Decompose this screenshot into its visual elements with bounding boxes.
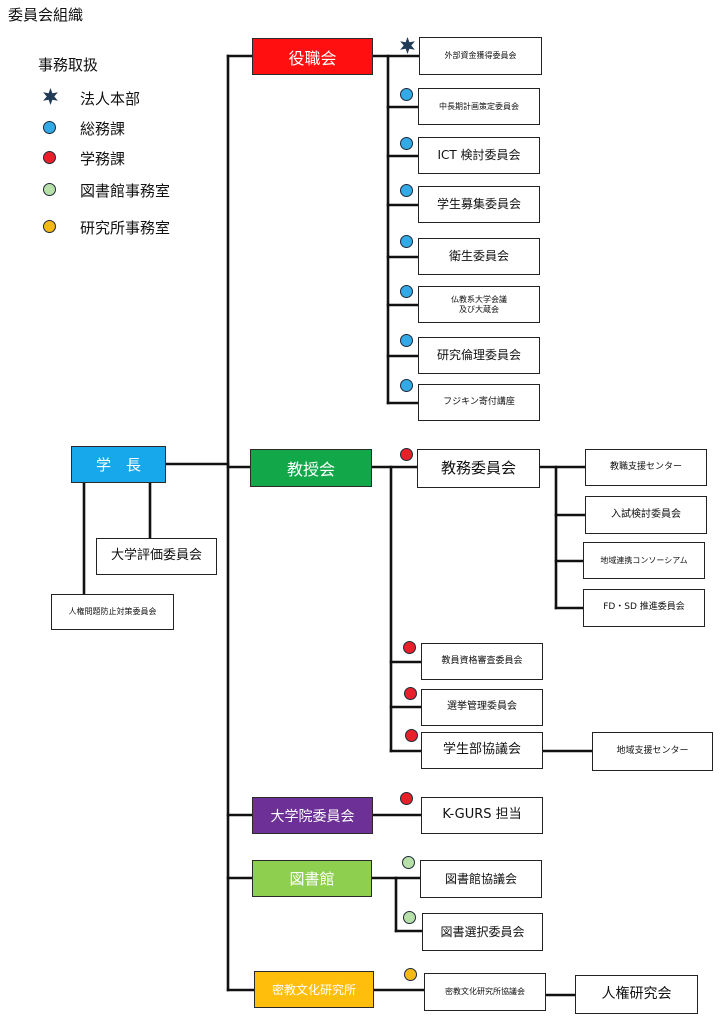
legend-heading: 事務取扱 (38, 56, 99, 74)
blue-dot-icon (400, 137, 413, 150)
legend-star-icon (43, 88, 58, 105)
node-buddhist-conference: 仏教系大学会議 及び大蔵会 (418, 286, 540, 323)
red-dot-icon (400, 448, 413, 461)
star-icon (400, 37, 415, 54)
blue-dot-icon (400, 285, 413, 298)
legend-yellow-dot-icon (43, 220, 56, 233)
node-entrance-exam: 入試検討委員会 (585, 496, 707, 534)
node-election: 選挙管理委員会 (421, 689, 543, 726)
node-yakushokukai: 役職会 (252, 38, 373, 75)
node-health: 衛生委員会 (418, 238, 540, 275)
node-research-ethics: 研究倫理委員会 (418, 337, 540, 374)
blue-dot-icon (400, 379, 413, 392)
legend-label-hq: 法人本部 (80, 90, 141, 108)
node-regional-support: 地域支援センター (592, 732, 713, 771)
node-midterm-plan: 中長期計画策定委員会 (418, 88, 540, 125)
blue-dot-icon (400, 88, 413, 101)
node-student-recruit: 学生募集委員会 (418, 186, 540, 223)
node-kgurs: K-GURS 担当 (421, 797, 543, 834)
node-human-rights-prevention: 人権問題防止対策委員会 (51, 594, 174, 630)
node-president: 学 長 (71, 446, 166, 483)
page-title: 委員会組織 (8, 6, 84, 24)
legend-red-dot-icon (43, 151, 56, 164)
node-human-rights-research: 人権研究会 (575, 975, 698, 1014)
red-dot-icon (403, 641, 416, 654)
node-kyomu: 教務委員会 (417, 449, 540, 488)
red-dot-icon (404, 687, 417, 700)
green-dot-icon (402, 856, 415, 869)
node-kyojukai: 教授会 (250, 449, 372, 487)
node-faculty-qualification: 教員資格審査委員会 (421, 643, 543, 680)
green-dot-icon (403, 911, 416, 924)
blue-dot-icon (400, 184, 413, 197)
node-teacher-support: 教職支援センター (585, 449, 707, 486)
node-daigakuin: 大学院委員会 (252, 797, 373, 834)
legend-label-institute: 研究所事務室 (80, 219, 171, 237)
red-dot-icon (405, 729, 418, 742)
node-mikkyo-institute: 密教文化研究所 (254, 971, 374, 1008)
node-ict: ICT 検討委員会 (418, 137, 540, 174)
legend-label-library: 図書館事務室 (80, 182, 171, 200)
node-library-council: 図書館協議会 (420, 860, 542, 898)
legend-label-gakumu: 学務課 (80, 150, 126, 168)
buddhist-conference-line2: 及び大蔵会 (459, 304, 499, 314)
node-external-funding: 外部資金獲得委員会 (419, 37, 542, 75)
yellow-dot-icon (404, 968, 417, 981)
node-toshokan: 図書館 (252, 860, 372, 897)
red-dot-icon (400, 792, 413, 805)
legend-blue-dot-icon (43, 121, 56, 134)
legend-label-somu: 総務課 (80, 120, 126, 138)
blue-dot-icon (400, 334, 413, 347)
buddhist-conference-line1: 仏教系大学会議 (451, 294, 507, 304)
blue-dot-icon (400, 235, 413, 248)
node-fujikin: フジキン寄付講座 (418, 384, 540, 421)
node-regional-consortium: 地域連携コンソーシアム (583, 542, 705, 579)
node-university-evaluation: 大学評価委員会 (96, 538, 217, 575)
legend-green-dot-icon (43, 183, 56, 196)
node-student-affairs: 学生部協議会 (421, 732, 543, 769)
node-mikkyo-council: 密教文化研究所協議会 (424, 973, 546, 1011)
node-book-selection: 図書選択委員会 (422, 913, 543, 951)
node-fd-sd: FD・SD 推進委員会 (583, 589, 705, 627)
